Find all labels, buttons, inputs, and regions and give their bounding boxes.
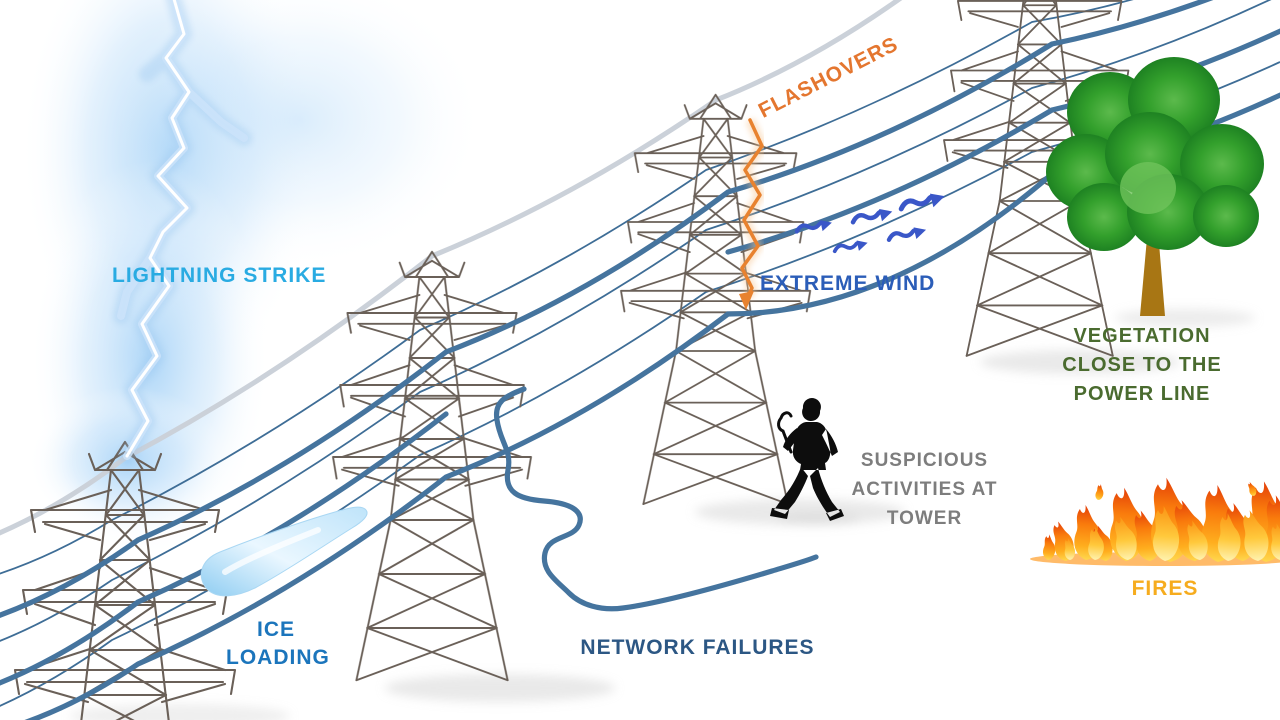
ice-on-wire-icon [200,506,368,597]
wind-arrow-icon [888,225,928,243]
intruder-silhouette-icon [770,397,844,521]
shield-wire [0,0,903,536]
transmission-tower-2 [332,250,532,682]
flames-icon [1030,477,1280,566]
fallen-wire-icon [493,386,819,612]
wind-arrow-icon [831,237,871,257]
lightning-bolt-icon [113,0,252,464]
label-ice-loading: ICE LOADING [226,618,330,669]
flashover-arrow-icon [737,117,767,310]
wind-arrow-icon [899,191,946,213]
label-extreme-wind: EXTREME WIND [760,272,936,295]
crowbar-icon [777,411,793,454]
label-vegetation: VEGETATION CLOSE TO THE POWER LINE [1062,325,1222,405]
tree-icon [1046,57,1264,316]
label-fires: FIRES [1131,577,1199,600]
label-lightning-strike: LIGHTNING STRIKE [112,264,327,287]
label-network-failures: NETWORK FAILURES [580,636,815,659]
label-suspicious-activities: SUSPICIOUS ACTIVITIES AT TOWER [851,450,998,529]
ground-shadows [70,309,1255,720]
transmission-tower-3 [620,93,812,505]
